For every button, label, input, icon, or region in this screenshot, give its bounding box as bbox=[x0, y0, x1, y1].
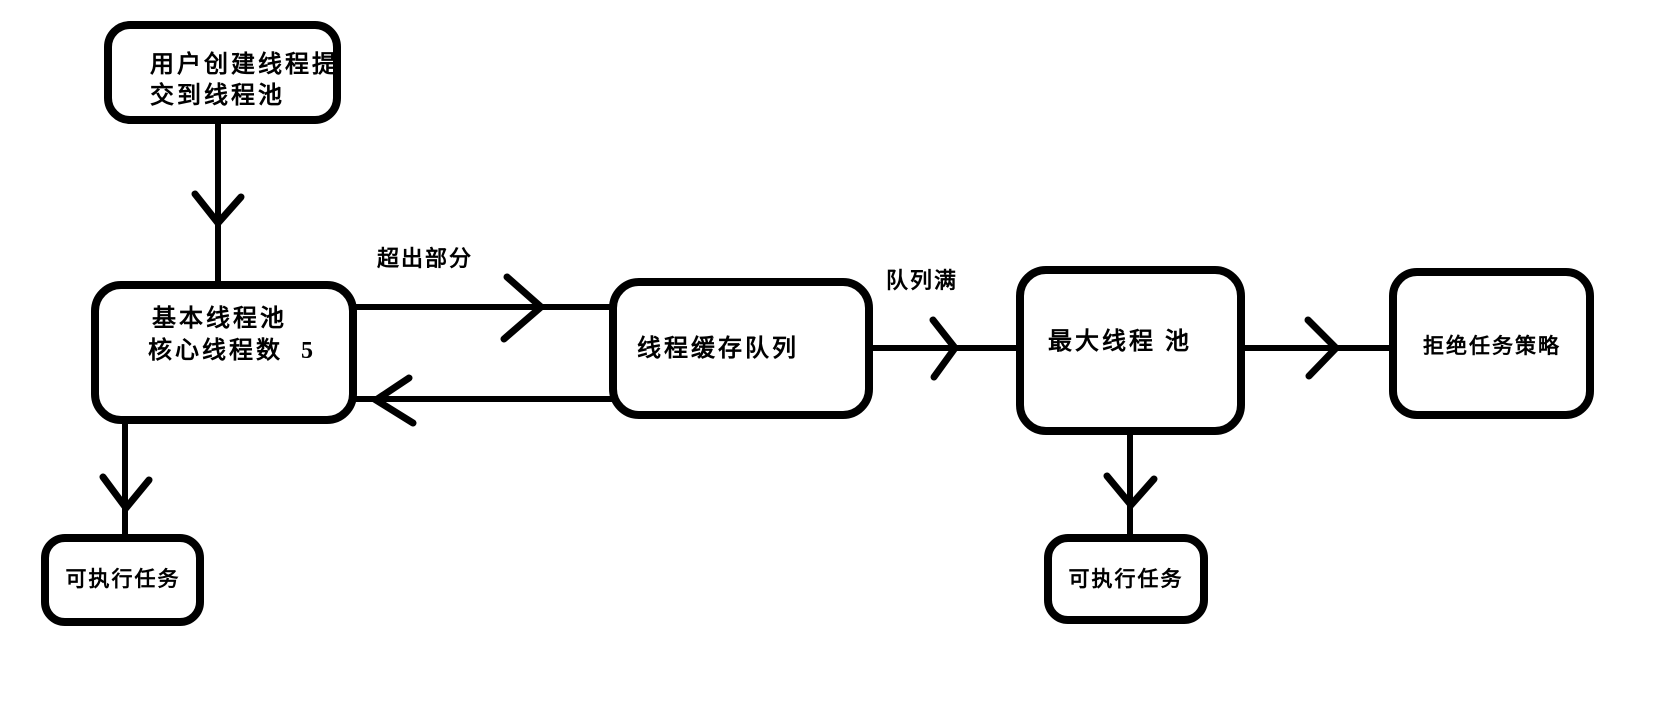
edge-label-overflow: 超出部分 bbox=[377, 246, 473, 271]
edge-cache-to-basic-return[interactable] bbox=[356, 374, 612, 427]
edge-user-to-basic[interactable] bbox=[191, 120, 245, 285]
node-max-pool-box bbox=[1016, 266, 1245, 435]
node-user-submit-label-line2: 交到线程池 bbox=[150, 81, 285, 109]
edge-basic-to-cache[interactable] bbox=[356, 273, 612, 343]
edge-basic-to-task[interactable] bbox=[99, 421, 153, 537]
edge-max-to-task[interactable] bbox=[1103, 431, 1158, 537]
node-runnable-task-left[interactable]: 可执行任务 bbox=[41, 534, 204, 626]
node-reject-policy[interactable]: 拒绝任务策略 bbox=[1389, 268, 1594, 419]
arrowhead-left-icon bbox=[369, 374, 417, 427]
arrowhead-right-icon bbox=[500, 273, 547, 343]
node-runnable-task-right[interactable]: 可执行任务 bbox=[1044, 534, 1208, 624]
node-user-submit-label-line1: 用户创建线程提 bbox=[150, 50, 339, 78]
node-basic-pool-box bbox=[91, 281, 357, 424]
node-runnable-task-right-label: 可执行任务 bbox=[1069, 567, 1184, 591]
node-reject-policy-box bbox=[1389, 268, 1594, 419]
node-runnable-task-left-label: 可执行任务 bbox=[66, 567, 181, 591]
arrowhead-down-icon bbox=[191, 190, 245, 229]
arrowhead-down-icon bbox=[99, 473, 153, 514]
node-cache-queue-box bbox=[609, 278, 873, 419]
node-basic-pool-label-line2: 核心线程数 5 bbox=[148, 336, 316, 364]
arrowhead-right-icon bbox=[1304, 316, 1341, 380]
node-max-pool[interactable]: 最大线程 池 bbox=[1016, 266, 1245, 435]
node-reject-policy-label: 拒绝任务策略 bbox=[1423, 334, 1561, 358]
node-user-submit[interactable]: 用户创建线程提 交到线程池 bbox=[104, 21, 341, 124]
node-cache-queue[interactable]: 线程缓存队列 bbox=[609, 278, 873, 419]
edge-label-queue-full: 队列满 bbox=[886, 268, 958, 293]
edge-cache-to-max[interactable] bbox=[869, 316, 1019, 381]
node-cache-queue-label: 线程缓存队列 bbox=[637, 334, 799, 362]
arrowhead-down-icon bbox=[1103, 472, 1158, 511]
node-user-submit-box bbox=[104, 21, 341, 124]
edge-max-to-reject[interactable] bbox=[1241, 316, 1392, 380]
node-max-pool-label: 最大线程 池 bbox=[1048, 328, 1192, 355]
arrowhead-right-icon bbox=[929, 316, 960, 381]
node-runnable-task-left-box bbox=[41, 534, 204, 626]
node-basic-pool-label-line1: 基本线程池 bbox=[152, 305, 287, 332]
node-runnable-task-right-box bbox=[1044, 534, 1208, 624]
node-basic-pool[interactable]: 基本线程池 核心线程数 5 bbox=[91, 281, 357, 424]
